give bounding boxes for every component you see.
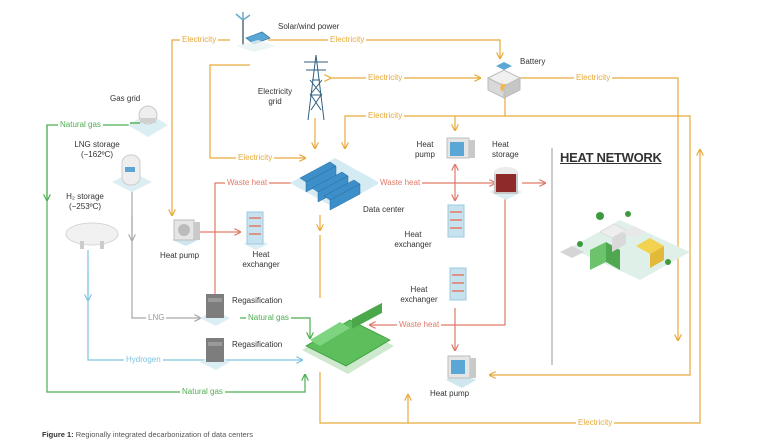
flow-electricity-top-right: Electricity — [328, 35, 367, 45]
heat-exchanger-low-icon — [449, 267, 467, 301]
heat-exchanger-low-label-line1: Heat — [410, 285, 428, 294]
solar-wind-label: Solar/wind power — [278, 22, 340, 31]
electricity-pylon-icon — [304, 54, 328, 121]
heat-exchanger-left-icon — [244, 211, 268, 250]
h2-storage-label-line1: H₂ storage — [66, 192, 104, 201]
flow-waste-heat-bottom: Waste heat — [397, 320, 442, 330]
heat-pump-left-label: Heat pump — [160, 251, 200, 260]
wind-turbine-icon — [235, 12, 251, 45]
figure-caption-text: Regionally integrated decarbonization of… — [75, 430, 253, 439]
flow-electricity-right: Electricity — [574, 73, 613, 83]
heat-pump-bottom-icon — [446, 355, 476, 388]
hydrogen-flows — [88, 250, 302, 360]
heat-exchanger-low-label: Heat exchanger — [394, 285, 444, 305]
regasification-2-label: Regasification — [232, 340, 283, 349]
regasification-2-icon — [200, 338, 230, 370]
flow-electricity-grid-battery: Electricity — [366, 73, 405, 83]
heat-network-title: HEAT NETWORK — [560, 150, 662, 165]
flow-electricity-top-left: Electricity — [180, 35, 219, 45]
flow-natural-gas-left: Natural gas — [58, 120, 103, 130]
city-buildings-icon — [560, 211, 690, 280]
battery-label: Battery — [520, 57, 546, 66]
regasification-1-label: Regasification — [232, 296, 283, 305]
heat-exchanger-low-label-line2: exchanger — [400, 295, 438, 304]
heat-pump-top-label-line2: pump — [414, 150, 435, 159]
figure-caption: Figure 1: Regionally integrated decarbon… — [42, 430, 253, 439]
heat-storage-label-line2: storage — [492, 150, 519, 159]
flow-electricity-bottom: Electricity — [576, 418, 615, 428]
flow-hydrogen: Hydrogen — [124, 355, 163, 365]
heat-exchanger-mid-icon — [447, 204, 465, 238]
battery-icon — [486, 62, 522, 99]
flow-natural-gas-regas: Natural gas — [246, 313, 291, 323]
flow-electricity-to-datacenter: Electricity — [236, 153, 275, 163]
heat-exchanger-left-label: Heat exchanger — [238, 250, 284, 270]
flow-waste-heat-right: Waste heat — [378, 178, 423, 188]
heat-exchanger-left-label-line1: Heat — [252, 250, 270, 259]
heat-exchanger-mid-label-line1: Heat — [404, 230, 422, 239]
lng-storage-label: LNG storage (−162ºC) — [66, 140, 128, 160]
flow-natural-gas-bottom: Natural gas — [180, 387, 225, 397]
solar-panel-icon — [236, 31, 276, 52]
data-center-icon — [290, 158, 380, 211]
h2-storage-label-line2: (−253ºC) — [68, 202, 102, 211]
flow-lng: LNG — [146, 313, 167, 323]
electricity-grid-label: Electricity grid — [250, 87, 300, 107]
h2-tank-icon — [65, 222, 119, 249]
heat-storage-label-line1: Heat — [492, 140, 509, 149]
flow-electricity-mid: Electricity — [366, 111, 405, 121]
data-center-label: Data center — [363, 205, 405, 214]
fuel-cell-generator-icon — [302, 302, 394, 374]
heat-pump-top-label-line1: Heat — [416, 140, 434, 149]
gas-grid-icon — [128, 105, 168, 137]
lng-flows — [132, 190, 200, 318]
flow-waste-heat-left: Waste heat — [225, 178, 270, 188]
electricity-grid-label-line1: Electricity — [257, 87, 293, 96]
lng-storage-label-line1: LNG storage — [74, 140, 120, 149]
heat-pump-top-label: Heat pump — [410, 140, 440, 160]
heat-storage-icon — [490, 167, 522, 200]
heat-pump-top-icon — [446, 137, 475, 159]
gas-grid-label: Gas grid — [110, 94, 141, 103]
electricity-grid-label-line2: grid — [268, 97, 282, 106]
lng-storage-label-line2: (−162ºC) — [80, 150, 114, 159]
heat-exchanger-mid-label-line2: exchanger — [394, 240, 432, 249]
h2-storage-label: H₂ storage (−253ºC) — [58, 192, 112, 212]
regasification-1-icon — [200, 294, 230, 326]
heat-exchanger-left-label-line2: exchanger — [242, 260, 280, 269]
heat-exchanger-mid-label: Heat exchanger — [388, 230, 438, 250]
heat-storage-label: Heat storage — [492, 140, 519, 160]
heat-pump-bottom-label: Heat pump — [430, 389, 470, 398]
heat-pump-left-icon — [172, 219, 200, 246]
lng-tank-icon — [112, 154, 152, 192]
figure-caption-prefix: Figure 1: — [42, 430, 74, 439]
